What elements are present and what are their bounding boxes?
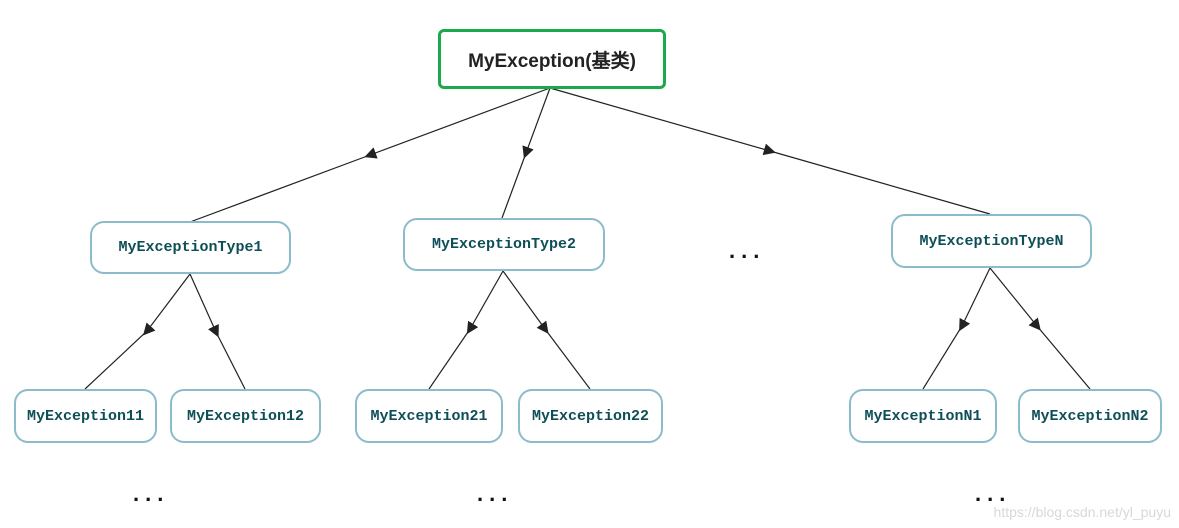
- ellipsis-branch2: ...: [477, 481, 514, 506]
- node-exceptionN1: MyExceptionN1: [849, 389, 997, 443]
- edge-typeN-N2: [989, 267, 1091, 390]
- node-typeN: MyExceptionTypeN: [891, 214, 1092, 268]
- root-node: MyException(基类): [438, 29, 666, 89]
- node-exception22: MyException22: [518, 389, 663, 443]
- edge-root-typeN: [549, 87, 991, 215]
- edge-typeN-N1: [922, 267, 991, 390]
- watermark: https://blog.csdn.net/yl_puyu: [993, 504, 1171, 520]
- edge-type2-21: [428, 270, 504, 390]
- node-exceptionN2: MyExceptionN2: [1018, 389, 1162, 443]
- node-exception11: MyException11: [14, 389, 157, 443]
- edge-root-type2: [501, 87, 551, 219]
- ellipsis-branch1: ...: [133, 481, 170, 506]
- edge-type2-22: [502, 270, 591, 390]
- node-type1: MyExceptionType1: [90, 221, 291, 274]
- ellipsis-branchN: ...: [975, 481, 1012, 506]
- ellipsis-level1: ...: [729, 238, 766, 263]
- node-exception21: MyException21: [355, 389, 503, 443]
- node-exception12: MyException12: [170, 389, 321, 443]
- node-type2: MyExceptionType2: [403, 218, 605, 271]
- edge-root-type1: [189, 87, 551, 223]
- edge-type1-11: [84, 273, 191, 390]
- edge-type1-12: [189, 273, 246, 390]
